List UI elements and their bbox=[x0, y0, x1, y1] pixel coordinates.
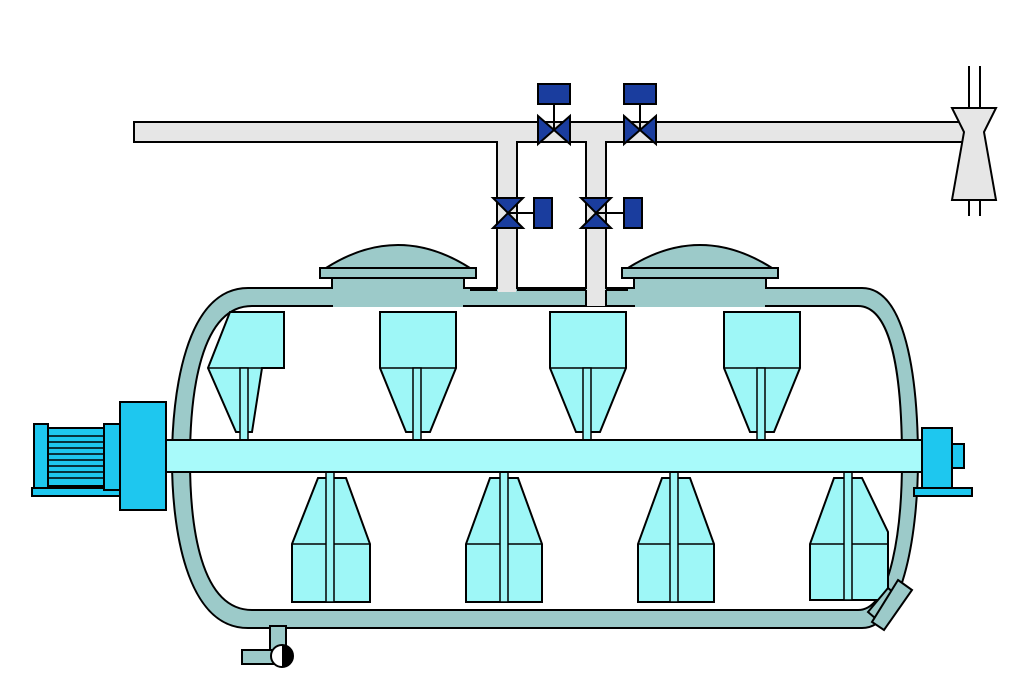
electric-motor-icon bbox=[31, 401, 167, 511]
actuator-icon bbox=[537, 83, 571, 105]
dryer-vessel bbox=[170, 244, 920, 629]
branch-valve-1[interactable] bbox=[490, 197, 553, 229]
actuator-icon bbox=[623, 197, 643, 229]
agitator-shaft bbox=[165, 439, 933, 473]
actuator-icon bbox=[533, 197, 553, 229]
line-valve-2[interactable] bbox=[623, 83, 657, 147]
paddle-upper-3 bbox=[549, 311, 627, 451]
branch-valve-2[interactable] bbox=[578, 197, 643, 229]
discharge-nozzle bbox=[866, 578, 914, 632]
paddle-lower-1 bbox=[291, 459, 371, 603]
paddle-upper-1 bbox=[206, 311, 285, 451]
actuator-icon bbox=[623, 83, 657, 105]
upper-paddles bbox=[206, 311, 801, 451]
gate-valve-icon bbox=[537, 113, 571, 147]
gate-valve-icon bbox=[623, 113, 657, 147]
paddle-lower-4 bbox=[809, 459, 889, 601]
end-bearing bbox=[913, 427, 973, 497]
ball-valve-icon bbox=[270, 644, 294, 668]
bottom-drain bbox=[241, 625, 294, 668]
paddle-lower-3 bbox=[637, 459, 715, 603]
line-valve-1[interactable] bbox=[537, 83, 571, 147]
ejector-icon bbox=[950, 66, 998, 216]
